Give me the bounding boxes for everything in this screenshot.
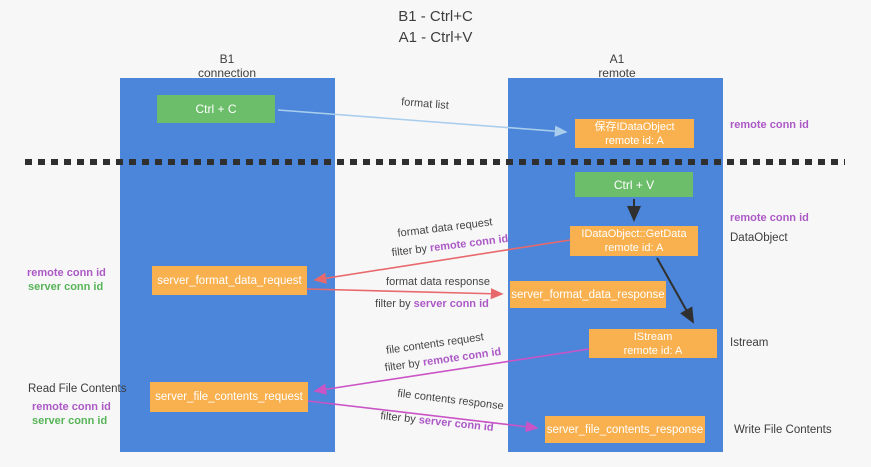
format-data-response-label: format data response <box>386 276 490 288</box>
remote-conn-id-annotation-top-left: remote conn id <box>27 267 106 279</box>
remote-conn-id-annotation-top-right: remote conn id <box>730 119 809 131</box>
server-file-contents-request-label: server_file_contents_request <box>155 391 303 403</box>
filter-by-prefix: filter by <box>379 410 420 427</box>
ctrl-v-box: Ctrl + V <box>575 172 693 197</box>
filter-by-prefix: filter by <box>375 298 414 310</box>
session-separator-dashed-line <box>25 159 845 165</box>
dataobject-annotation: DataObject <box>730 232 788 244</box>
istream-line1: IStream <box>633 330 673 343</box>
save-dataobject-box: 保存IDataObject remote id: A <box>575 119 694 148</box>
server-format-data-request-label: server_format_data_request <box>157 274 302 287</box>
format-data-response-arrow <box>306 288 504 300</box>
server-format-data-request-box: server_format_data_request <box>152 266 307 295</box>
server-conn-id-annotation-top-left: server conn id <box>28 281 104 293</box>
read-file-contents-annotation: Read File Contents <box>28 383 127 395</box>
server-conn-id-annotation-bottom-left: server conn id <box>32 415 108 427</box>
ctrl-c-box: Ctrl + C <box>157 95 275 123</box>
left-column-role: connection <box>197 66 257 80</box>
istream-box: IStream remote id: A <box>589 329 717 358</box>
filter-by-prefix: filter by <box>384 356 424 375</box>
remote-conn-id-annotation-bottom-left: remote conn id <box>32 401 111 413</box>
server-conn-id-highlight: server conn id <box>418 414 495 434</box>
getdata-line2: remote id: A <box>604 242 664 254</box>
server-file-contents-response-box: server_file_contents_response <box>545 416 705 443</box>
remote-conn-id-annotation-mid-right: remote conn id <box>730 212 809 224</box>
ctrl-v-label: Ctrl + V <box>613 177 655 192</box>
server-format-data-response-label: server_format_data_response <box>511 288 665 301</box>
getdata-box: IDataObject::GetData remote id: A <box>570 226 698 256</box>
left-column-name: B1 <box>219 52 235 66</box>
save-dataobject-line1: 保存IDataObject <box>594 120 675 133</box>
server-format-data-response-box: server_format_data_response <box>510 281 666 308</box>
left-column-header: B1 connection <box>157 52 297 80</box>
right-column-role: remote <box>598 66 636 80</box>
title-line-1: B1 - Ctrl+C <box>398 8 473 25</box>
save-dataobject-line2: remote id: A <box>605 134 664 147</box>
page-title: B1 - Ctrl+C A1 - Ctrl+V <box>0 6 871 48</box>
ctrl-c-label: Ctrl + C <box>195 102 237 116</box>
istream-line2: remote id: A <box>623 344 683 357</box>
write-file-contents-annotation: Write File Contents <box>734 424 832 436</box>
title-line-2: A1 - Ctrl+V <box>398 29 473 46</box>
remote-conn-id-highlight: remote conn id <box>429 232 509 255</box>
server-file-contents-request-box: server_file_contents_request <box>150 382 308 412</box>
right-column-name: A1 <box>609 52 625 66</box>
right-column-header: A1 remote <box>547 52 687 80</box>
server-file-contents-response-label: server_file_contents_response <box>546 423 704 436</box>
server-conn-id-highlight: server conn id <box>413 298 489 310</box>
filter-by-prefix: filter by <box>391 242 431 260</box>
format-list-label: format list <box>400 96 450 112</box>
getdata-line1: IDataObject::GetData <box>581 228 687 240</box>
istream-annotation: Istream <box>730 337 769 349</box>
filter-by-server-conn-id-label-1: filter by server conn id <box>352 298 512 310</box>
